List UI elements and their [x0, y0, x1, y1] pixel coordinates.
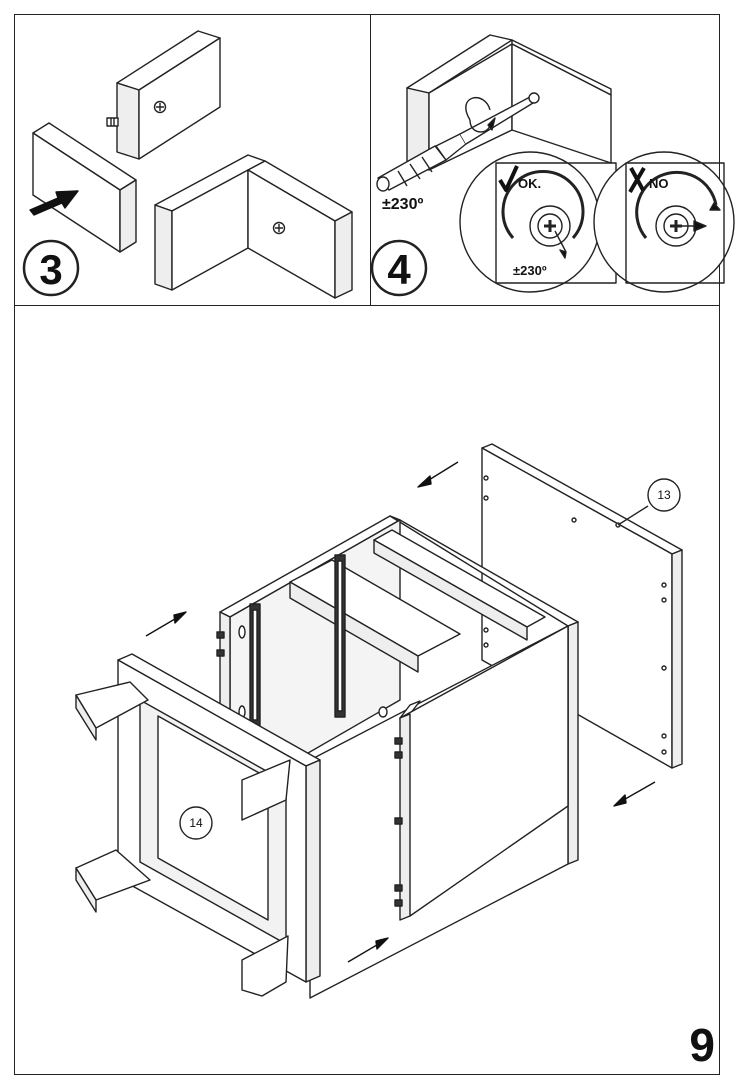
page-number: 9: [689, 1019, 715, 1071]
panel-divider-vertical: [370, 14, 371, 305]
callout-14-circle: [179, 806, 213, 840]
step3-number: 3: [39, 246, 62, 293]
panel-divider-horizontal: [14, 305, 720, 306]
step4-number: 4: [387, 246, 411, 293]
step4-badge: [370, 239, 428, 297]
main-assembly-illustration: [75, 443, 683, 999]
step4-ok-label: OK.: [518, 176, 541, 191]
step4-illustration: [376, 34, 735, 293]
step4-rotation-label: ±230º: [382, 196, 423, 213]
page-frame: [14, 14, 720, 1075]
step4-no-label: NO: [649, 176, 669, 191]
step3-badge: [22, 239, 80, 297]
step4-ok-rotation-label: ±230º: [513, 263, 547, 278]
callout-13-circle: [647, 478, 681, 512]
callout-13-label: 13: [657, 488, 671, 502]
callout-14-label: 14: [189, 816, 203, 830]
step3-illustration: [29, 30, 353, 299]
